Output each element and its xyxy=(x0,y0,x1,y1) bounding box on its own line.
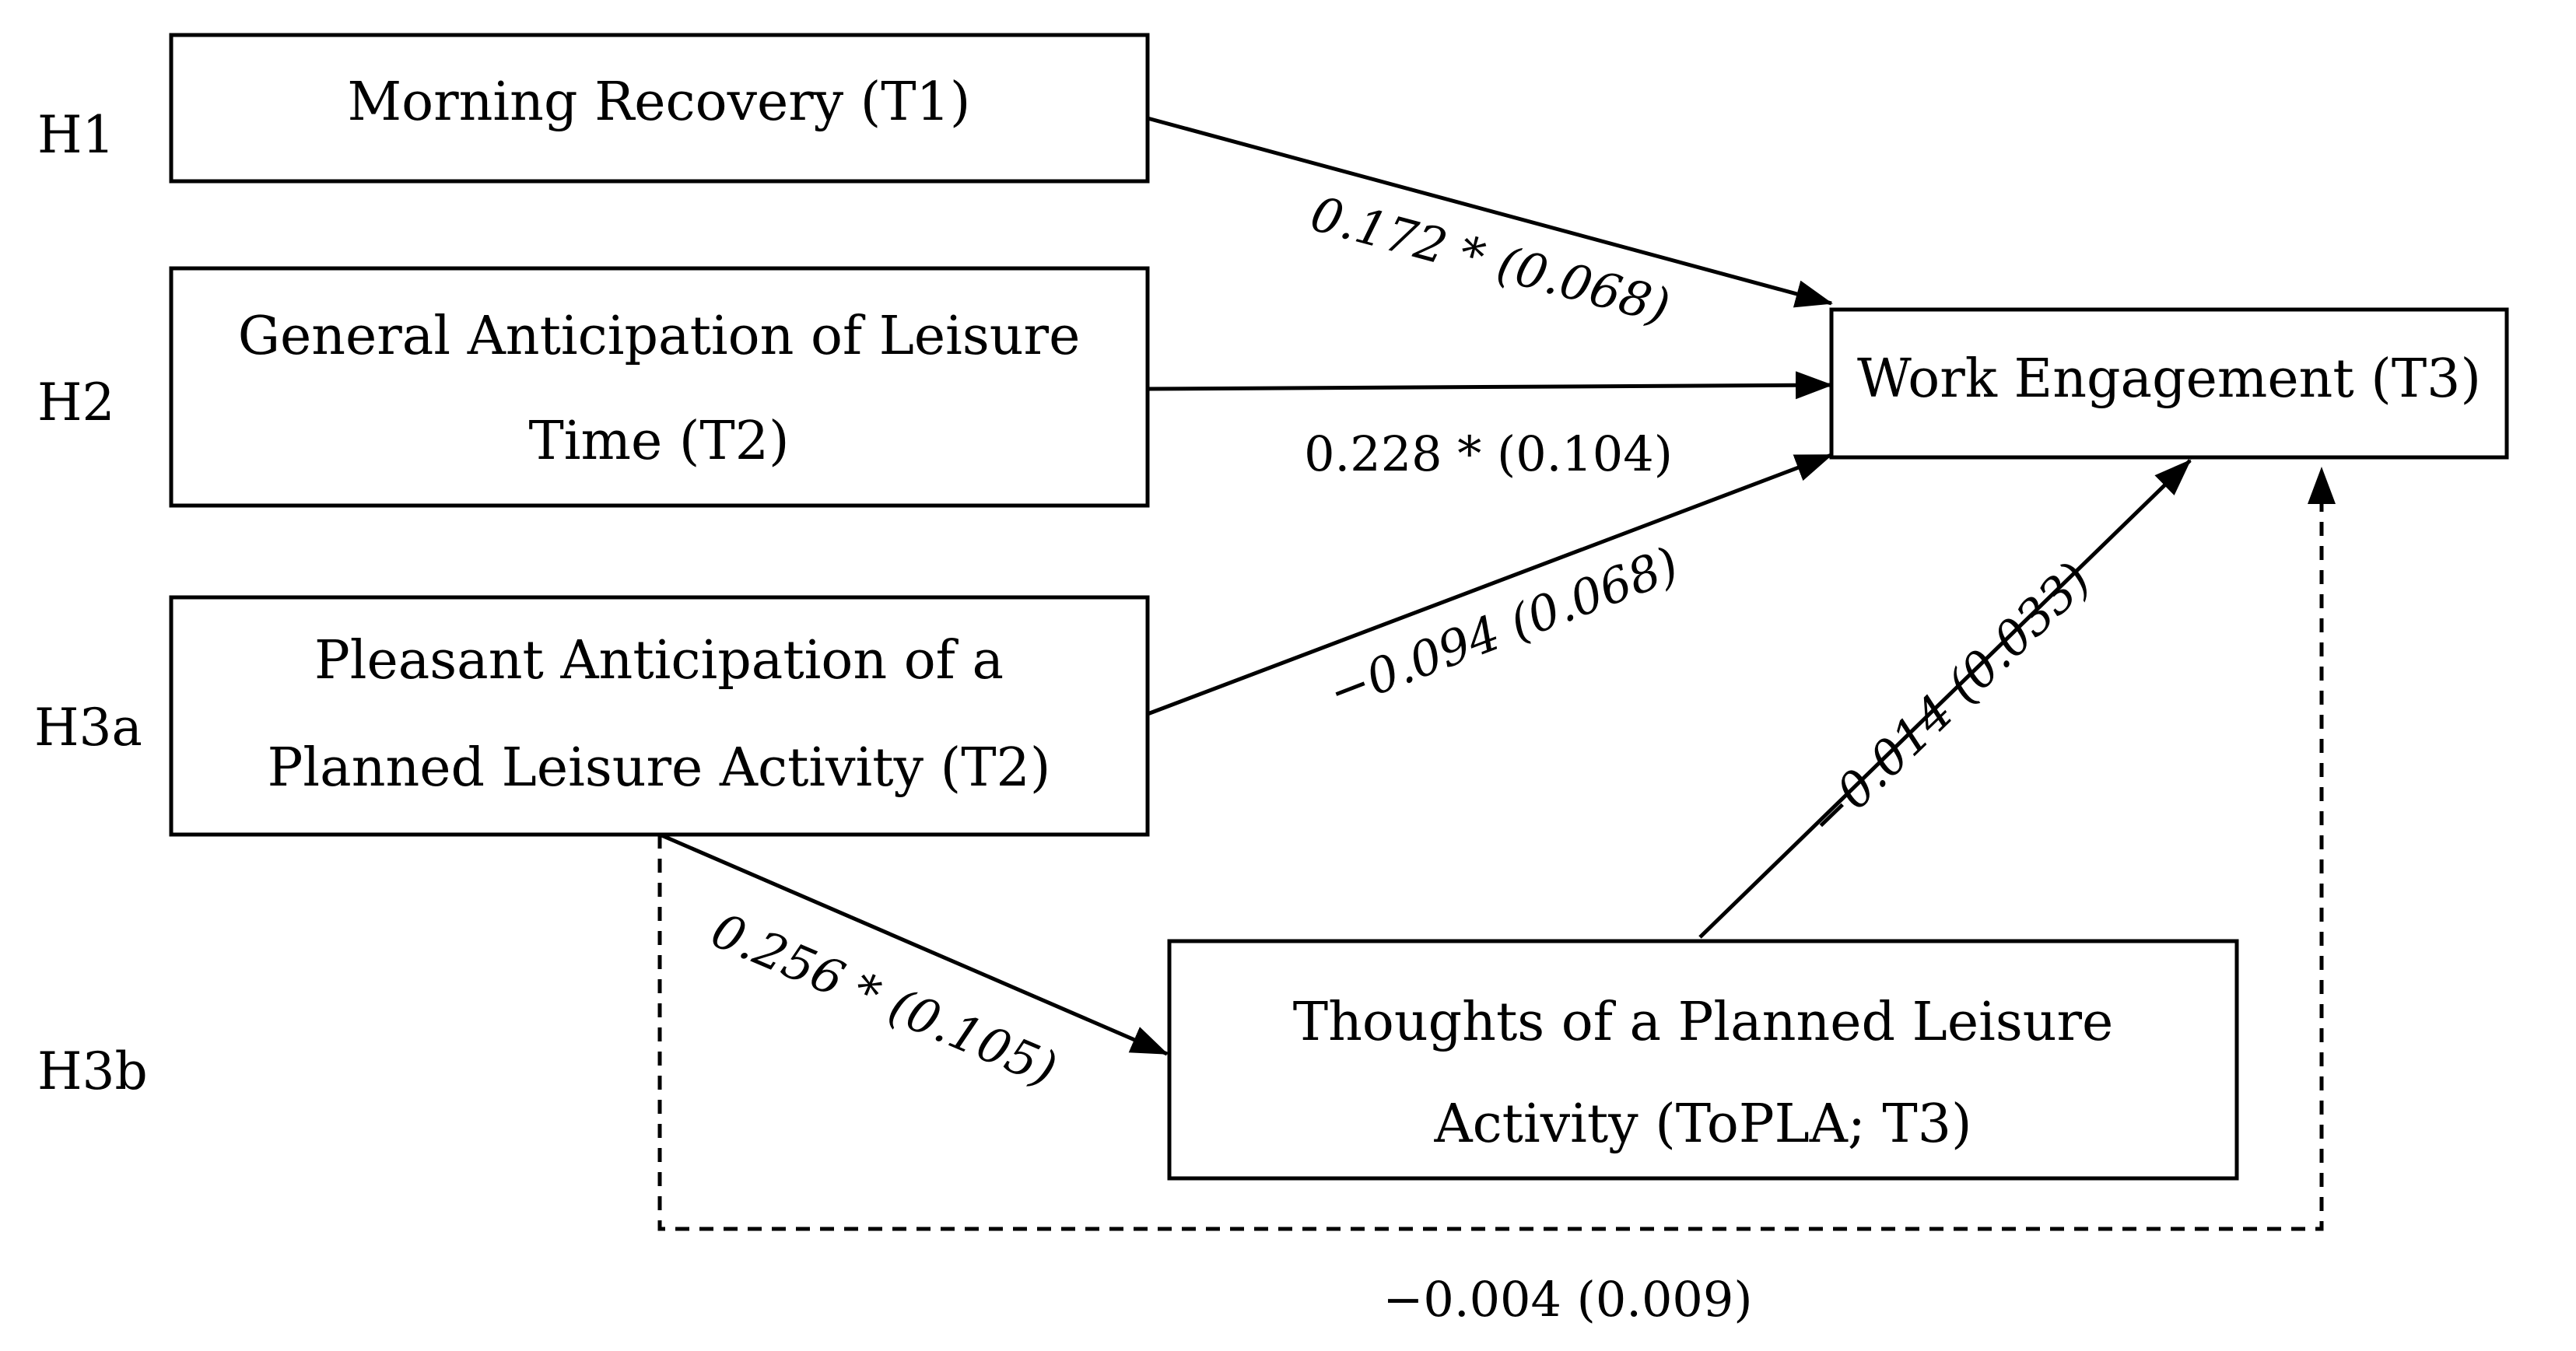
hypothesis-label-h3b: H3b xyxy=(37,1041,148,1101)
coefficient-thoughts-to-engagement: −0.014 (0.033) xyxy=(1796,551,2101,848)
box-work-engagement: Work Engagement (T3) xyxy=(1829,307,2509,460)
box-pleasant-anticipation-line2: Planned Leisure Activity (T2) xyxy=(268,737,1051,799)
path-indirect-effect xyxy=(657,467,2336,1231)
box-work-engagement-label: Work Engagement (T3) xyxy=(1857,348,2481,410)
hypothesis-label-h3a: H3a xyxy=(34,698,142,758)
box-morning-recovery-label: Morning Recovery (T1) xyxy=(348,72,971,133)
coefficient-morning-to-engagement: 0.172 * (0.068) xyxy=(1305,185,1676,335)
path-general-to-engagement xyxy=(1147,371,1833,400)
hypothesis-label-h2: H2 xyxy=(37,373,115,432)
box-thoughts-planned-leisure-line1: Thoughts of a Planned Leisure xyxy=(1293,992,2114,1053)
box-pleasant-anticipation: Pleasant Anticipation of a Planned Leisu… xyxy=(169,595,1150,837)
hypothesis-label-h1: H1 xyxy=(37,105,115,165)
coefficient-indirect-effect: −0.004 (0.009) xyxy=(1383,1271,1752,1328)
coefficient-general-to-engagement: 0.228 * (0.104) xyxy=(1304,425,1673,482)
path-morning-to-engagement xyxy=(1147,116,1833,308)
box-thoughts-planned-leisure-line2: Activity (ToPLA; T3) xyxy=(1433,1094,1971,1155)
box-morning-recovery: Morning Recovery (T1) xyxy=(169,33,1150,184)
path-pleasant-to-engagement xyxy=(1147,453,1833,716)
path-pleasant-to-thoughts xyxy=(659,832,1169,1056)
box-general-anticipation: General Anticipation of Leisure Time (T2… xyxy=(169,266,1150,508)
box-pleasant-anticipation-line1: Pleasant Anticipation of a xyxy=(314,630,1004,691)
box-general-anticipation-line1: General Anticipation of Leisure xyxy=(238,306,1081,367)
path-thoughts-to-engagement xyxy=(1698,459,2192,939)
box-thoughts-planned-leisure: Thoughts of a Planned Leisure Activity (… xyxy=(1167,939,2239,1181)
box-general-anticipation-line2: Time (T2) xyxy=(528,411,789,472)
